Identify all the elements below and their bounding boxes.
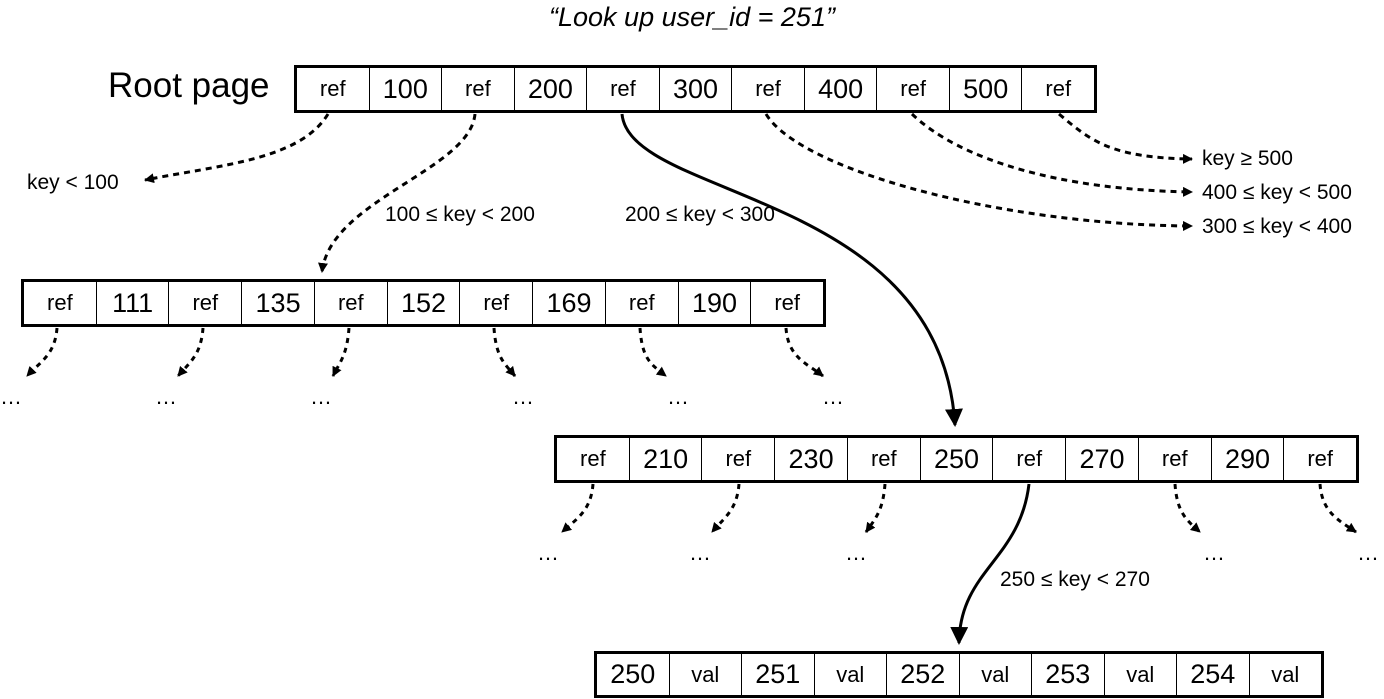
- key-cell: 230: [775, 438, 848, 480]
- ellipsis: …: [689, 540, 711, 565]
- arrow-to-key-lt-100: [144, 113, 330, 184]
- stub-arrow: [1173, 483, 1201, 534]
- ref-cell: ref: [442, 68, 515, 110]
- val-cell: val: [1105, 654, 1177, 695]
- range-label: key ≥ 500: [1202, 147, 1293, 170]
- ref-cell: ref: [1139, 438, 1212, 480]
- ref-cell: ref: [877, 68, 950, 110]
- ref-cell: ref: [702, 438, 776, 480]
- arrow-to-leaf-250-270: [950, 483, 1031, 645]
- ellipsis: …: [310, 384, 332, 409]
- key-cell: 400: [805, 68, 878, 110]
- range-label: key < 100: [27, 171, 119, 194]
- val-cell: val: [670, 654, 742, 695]
- arrow-to-300-400: [764, 113, 1193, 231]
- stub-arrow: [331, 327, 351, 377]
- key-cell: 111: [97, 282, 170, 324]
- key-cell: 169: [533, 282, 606, 324]
- ref-cell: ref: [557, 438, 630, 480]
- key-cell: 200: [515, 68, 588, 110]
- key-cell: 270: [1066, 438, 1139, 480]
- stub-arrow: [864, 483, 887, 533]
- key-cell: 190: [679, 282, 752, 324]
- stub-arrow: [492, 327, 517, 377]
- ref-cell: ref: [315, 282, 388, 324]
- ellipsis: …: [667, 384, 689, 409]
- root-page-label: Root page: [108, 66, 270, 105]
- range-label: 400 ≤ key < 500: [1202, 181, 1352, 204]
- ref-cell: ref: [297, 68, 370, 110]
- ref-cell: ref: [1307, 446, 1334, 471]
- ellipsis: …: [1203, 540, 1225, 565]
- ellipsis: …: [537, 540, 559, 565]
- range-label: 200 ≤ key < 300: [625, 203, 775, 226]
- range-label: 300 ≤ key < 400: [1202, 215, 1352, 238]
- key-cell: 135: [242, 282, 315, 324]
- ref-cell: ref: [169, 282, 243, 324]
- arrow-to-400-500: [910, 112, 1193, 197]
- stub-arrow: [710, 483, 741, 533]
- ref-cell: ref: [732, 68, 805, 110]
- ellipsis: …: [822, 384, 844, 409]
- arrow-to-child-200-300: [620, 113, 963, 427]
- lookup-caption: “Look up user_id = 251”: [549, 2, 835, 32]
- ref-cell: ref: [1045, 76, 1072, 101]
- key-cell: 100: [370, 68, 443, 110]
- key-cell: 152: [388, 282, 461, 324]
- arrow-to-key-ge-500: [1058, 112, 1193, 164]
- stub-arrow: [638, 327, 667, 378]
- key-cell: 252: [887, 654, 960, 695]
- stub-arrow: [561, 483, 595, 534]
- stub-arrow: [25, 327, 59, 378]
- stub-arrow: [176, 327, 205, 377]
- key-cell: 251: [742, 654, 815, 695]
- arrow-to-child-100-200: [318, 113, 477, 273]
- key-cell: 300: [660, 68, 733, 110]
- ref-cell: ref: [587, 68, 660, 110]
- key-cell: 500: [950, 68, 1023, 110]
- ellipsis: …: [512, 384, 534, 409]
- ellipsis: …: [845, 540, 867, 565]
- ref-cell: ref: [848, 438, 921, 480]
- ref-cell: ref: [460, 282, 534, 324]
- key-cell: 254: [1177, 654, 1250, 695]
- stub-arrow: [784, 327, 824, 378]
- ellipsis: …: [1357, 540, 1379, 565]
- key-cell: 210: [630, 438, 703, 480]
- ref-cell: ref: [24, 282, 97, 324]
- ref-cell: ref: [993, 438, 1067, 480]
- ref-cell: ref: [606, 282, 679, 324]
- ellipsis: …: [0, 384, 22, 409]
- key-cell: 250: [921, 438, 994, 480]
- val-cell: val: [960, 654, 1032, 695]
- key-cell: 250: [597, 654, 670, 695]
- ellipsis: …: [155, 384, 177, 409]
- range-label: 250 ≤ key < 270: [1000, 568, 1150, 591]
- stub-arrow: [1318, 483, 1357, 534]
- key-cell: 290: [1212, 438, 1285, 480]
- range-label: 100 ≤ key < 200: [385, 203, 535, 226]
- ref-cell: ref: [774, 290, 801, 315]
- key-cell: 253: [1032, 654, 1105, 695]
- val-cell: val: [815, 654, 887, 695]
- val-cell: val: [1271, 661, 1300, 687]
